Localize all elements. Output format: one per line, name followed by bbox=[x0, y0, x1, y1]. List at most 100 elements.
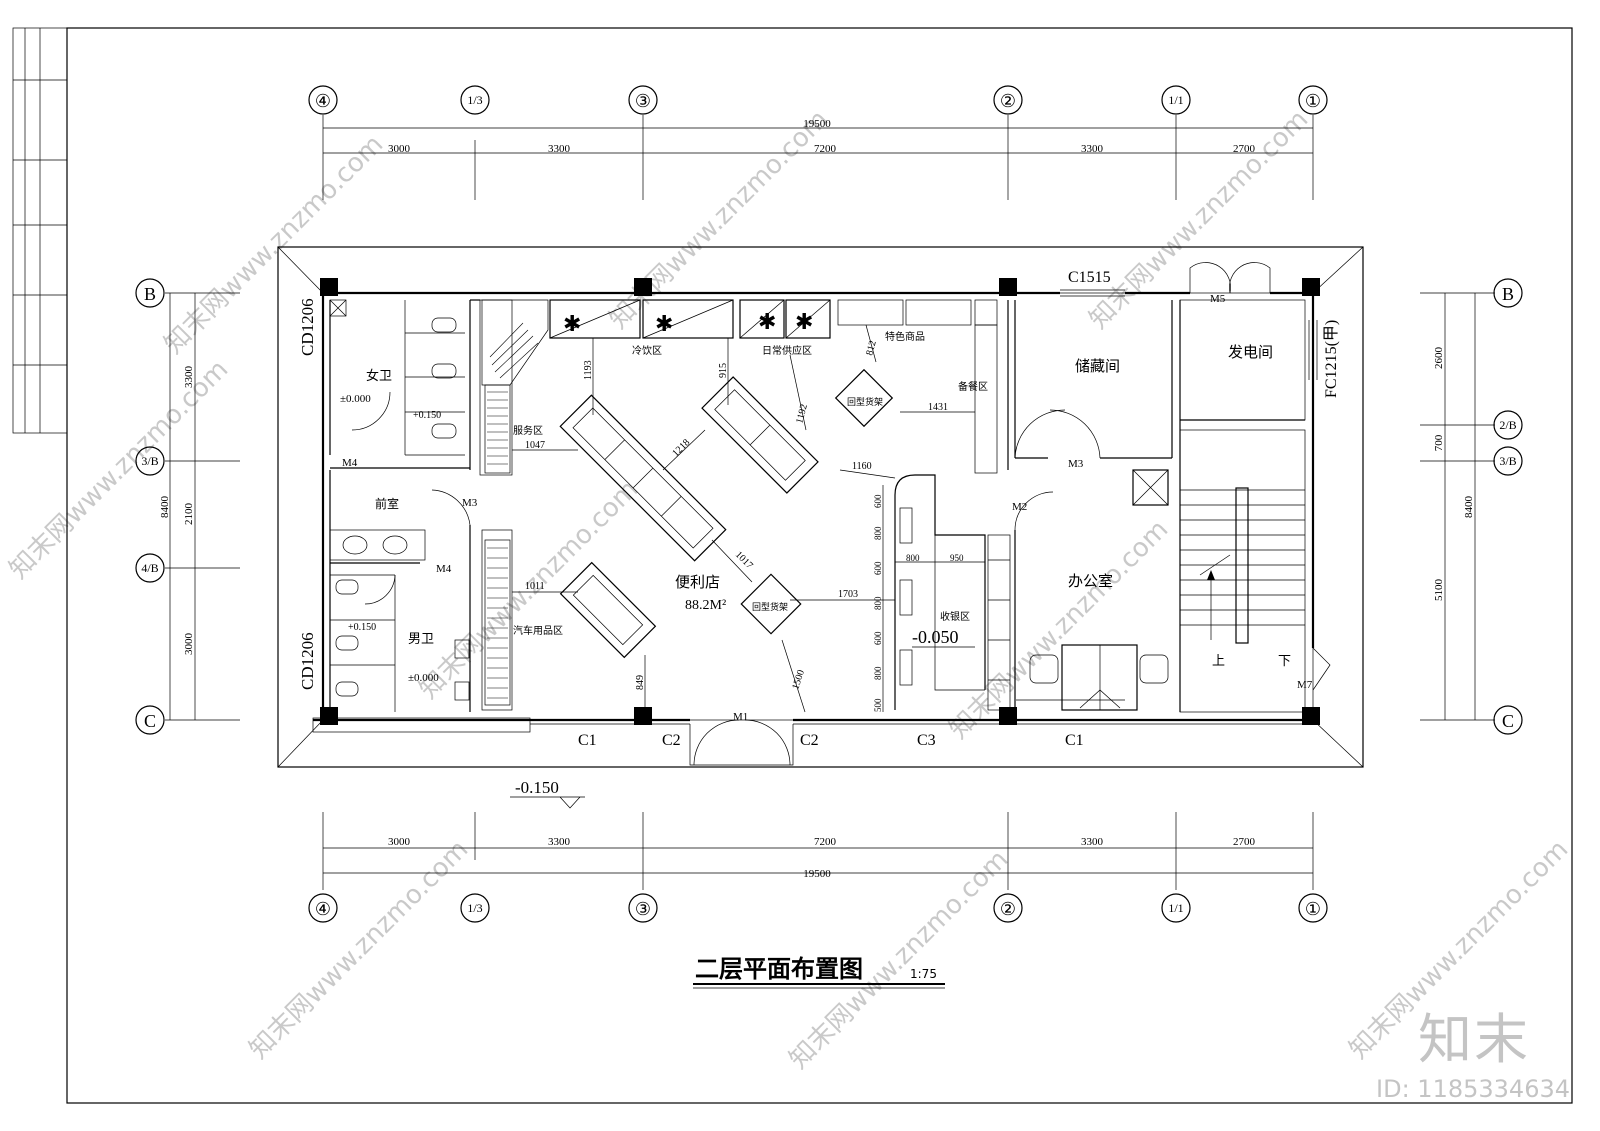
inner-dim: 800 bbox=[873, 596, 883, 610]
image-id: ID: 1185334634 bbox=[1376, 1075, 1570, 1103]
room-anteroom: 前室 bbox=[375, 496, 399, 511]
inner-dim: 1192 bbox=[794, 403, 810, 425]
dim-top: 2700 bbox=[1233, 143, 1256, 155]
room-office: 办公室 bbox=[1068, 573, 1113, 590]
zone-shelf: 回型货架 bbox=[847, 396, 883, 407]
axis-label: B bbox=[144, 284, 156, 304]
office-furniture bbox=[1029, 644, 1169, 711]
dim-total-bottom: 19500 bbox=[803, 868, 831, 880]
zone-specialty: 特色商品 bbox=[885, 330, 925, 343]
dim-top: 7200 bbox=[814, 143, 837, 155]
urinal-fixture bbox=[454, 639, 470, 701]
inner-dim: 500 bbox=[873, 698, 883, 712]
brand-logo: 知末 bbox=[1418, 1008, 1530, 1071]
dim-total-top: 19500 bbox=[803, 118, 831, 130]
inner-dim: 800 bbox=[873, 526, 883, 540]
dim-left: 3000 bbox=[183, 633, 195, 656]
inner-dim: 812 bbox=[864, 339, 879, 356]
watermark: 知末网www.znzmo.com bbox=[944, 514, 1175, 745]
axis-label: C bbox=[1502, 711, 1514, 731]
window-c1515: C1515 bbox=[1068, 269, 1111, 286]
exterior-walls bbox=[312, 289, 1315, 733]
labels: 女卫 男卫 前室 便利店 88.2M² 储藏间 发电间 办公室 冷饮区 日常供应… bbox=[298, 269, 1340, 809]
axis-label: 1/3 bbox=[467, 901, 482, 915]
dim-bottom: 2700 bbox=[1233, 836, 1256, 848]
watermark: 知末网www.znzmo.com bbox=[1084, 104, 1315, 335]
drawing-title-block: 二层平面布置图 1:75 bbox=[693, 955, 945, 989]
zone-shelf: 回型货架 bbox=[752, 601, 788, 612]
left-dimension-chain: 8400 3300 2100 3000 B 3/B 4/B C bbox=[135, 278, 240, 735]
cashier-counter bbox=[894, 474, 1011, 711]
axis-label: 1/1 bbox=[1168, 93, 1183, 107]
stair-down: 下 bbox=[1278, 653, 1291, 668]
door-m7: M7 bbox=[1297, 679, 1313, 691]
zone-cold-drinks: 冷饮区 bbox=[632, 344, 662, 357]
door-m5: M5 bbox=[1210, 293, 1226, 305]
right-rooms-walls bbox=[1007, 299, 1318, 713]
dim-bottom: 7200 bbox=[814, 836, 837, 848]
axis-label: ② bbox=[1000, 91, 1016, 111]
window-c3: C3 bbox=[917, 732, 936, 749]
dim-left: 2100 bbox=[183, 503, 195, 526]
watermark-layer: 知末网www.znzmo.com 知末网www.znzmo.com 知末网www… bbox=[4, 104, 1575, 1075]
axis-label: B bbox=[1502, 284, 1514, 304]
zone-prep: 备餐区 bbox=[958, 380, 988, 393]
watermark: 知末网www.znzmo.com bbox=[159, 129, 390, 360]
staircase bbox=[1180, 487, 1305, 644]
room-female-wc: 女卫 bbox=[366, 368, 392, 383]
dim-right: 700 bbox=[1433, 434, 1445, 451]
level-female-shower: +0.150 bbox=[413, 410, 441, 421]
dim-top: 3000 bbox=[388, 143, 411, 155]
zone-auto-supplies: 汽车用品区 bbox=[513, 624, 563, 637]
inner-dim: 849 bbox=[635, 675, 646, 690]
door-m4: M4 bbox=[436, 563, 452, 575]
room-generator: 发电间 bbox=[1228, 344, 1273, 361]
dim-right: 2600 bbox=[1433, 347, 1445, 370]
window-c2: C2 bbox=[800, 732, 819, 749]
door-m3: M3 bbox=[462, 497, 478, 509]
axis-label: ④ bbox=[315, 899, 331, 919]
dim-right: 5100 bbox=[1433, 579, 1445, 602]
interior-walls bbox=[329, 299, 549, 712]
doors bbox=[351, 262, 1331, 766]
window-cd-top: CD1206 bbox=[298, 298, 317, 356]
dim-left-total: 8400 bbox=[159, 496, 171, 519]
store-area: 88.2M² bbox=[685, 598, 726, 613]
bottom-axis-bubbles: ④ 1/3 ③ ② 1/1 ① bbox=[308, 893, 1328, 923]
window-fc1215: FC1215(甲) bbox=[1323, 320, 1340, 398]
inner-dim: 915 bbox=[718, 363, 729, 378]
inner-dim: 1218 bbox=[670, 437, 692, 459]
room-storage: 储藏间 bbox=[1075, 358, 1120, 375]
hatch-strip bbox=[487, 391, 508, 699]
inner-dim: 800 bbox=[906, 553, 920, 563]
axis-label: 4/B bbox=[141, 561, 158, 575]
toilet-fixture bbox=[335, 317, 457, 697]
snowflake-icon: ✱ bbox=[795, 309, 813, 334]
axis-label: 1/1 bbox=[1168, 901, 1183, 915]
right-dimension-chain: 2600 700 5100 8400 B 2/B 3/B C bbox=[1420, 278, 1523, 735]
sink-counter bbox=[329, 529, 426, 561]
inner-dim: 800 bbox=[873, 666, 883, 680]
shelf-units bbox=[559, 368, 894, 659]
cold-display-units: ✱ ✱ ✱ ✱ bbox=[549, 299, 998, 474]
snowflake-icon: ✱ bbox=[563, 311, 581, 336]
window-c2: C2 bbox=[662, 732, 681, 749]
room-male-wc: 男卫 bbox=[408, 631, 434, 646]
axis-label: ① bbox=[1305, 899, 1321, 919]
axis-label: ② bbox=[1000, 899, 1016, 919]
level-male-shower: +0.150 bbox=[348, 622, 376, 633]
door-m2: M2 bbox=[1012, 501, 1027, 513]
inner-dim: 600 bbox=[873, 494, 883, 508]
axis-label: C bbox=[144, 711, 156, 731]
dim-top: 3300 bbox=[548, 143, 571, 155]
room-store: 便利店 bbox=[675, 574, 720, 591]
level-female: ±0.000 bbox=[340, 393, 371, 405]
watermark: 知末网www.znzmo.com bbox=[4, 354, 235, 585]
window-c1: C1 bbox=[1065, 732, 1084, 749]
axis-label: ③ bbox=[635, 91, 651, 111]
level-male: ±0.000 bbox=[408, 672, 439, 684]
axis-label: ④ bbox=[315, 91, 331, 111]
watermark: 知末网www.znzmo.com bbox=[244, 834, 475, 1065]
bottom-dimension-chain: 3000 3300 7200 3300 2700 19500 bbox=[322, 812, 1314, 890]
